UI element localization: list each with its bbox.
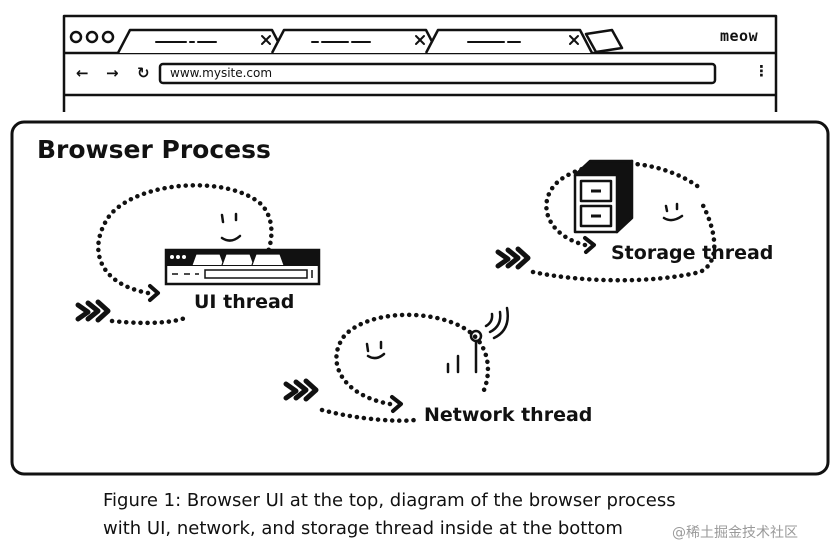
menu-icon[interactable]: ⋮ <box>754 62 769 80</box>
forward-button[interactable]: → <box>106 64 119 82</box>
smiley-face-icon <box>365 340 386 360</box>
figure-caption-line-2: with UI, network, and storage thread ins… <box>103 518 623 539</box>
storage-thread-label: Storage thread <box>611 242 774 264</box>
window-controls-icon[interactable] <box>69 30 115 44</box>
window-label: meow <box>720 27 759 45</box>
tab-close-icon[interactable] <box>261 35 271 45</box>
browser-process-box <box>10 120 830 476</box>
storage-thread-arrowhead <box>583 236 596 254</box>
chevrons-icon <box>75 299 111 323</box>
tab-close-icon[interactable] <box>415 35 425 45</box>
network-thread-label: Network thread <box>424 404 593 426</box>
antenna-icon <box>446 306 509 374</box>
tab-close-icon[interactable] <box>569 35 579 45</box>
network-thread-arrowhead <box>390 395 403 413</box>
back-button[interactable]: ← <box>76 64 89 82</box>
watermark: @稀土掘金技术社区 <box>672 525 798 541</box>
chevrons-icon <box>495 246 531 270</box>
network-thread-loop <box>319 312 491 423</box>
chevrons-icon <box>283 378 319 402</box>
reload-button[interactable]: ↻ <box>137 64 150 82</box>
file-cabinet-icon <box>573 159 634 234</box>
figure-caption-line-1: Figure 1: Browser UI at the top, diagram… <box>103 490 676 511</box>
ui-thread-arrowhead <box>148 284 160 302</box>
ui-thread-loop <box>96 183 274 326</box>
smiley-face-icon <box>220 212 242 242</box>
storage-thread-loop <box>530 160 717 283</box>
address-bar-text[interactable]: www.mysite.com <box>170 66 273 80</box>
address-bar[interactable] <box>158 62 717 85</box>
new-tab-button[interactable] <box>584 28 624 54</box>
smiley-face-icon <box>662 202 684 222</box>
mini-browser-icon <box>164 248 321 286</box>
ui-thread-label: UI thread <box>194 291 295 313</box>
browser-process-title: Browser Process <box>37 135 271 164</box>
